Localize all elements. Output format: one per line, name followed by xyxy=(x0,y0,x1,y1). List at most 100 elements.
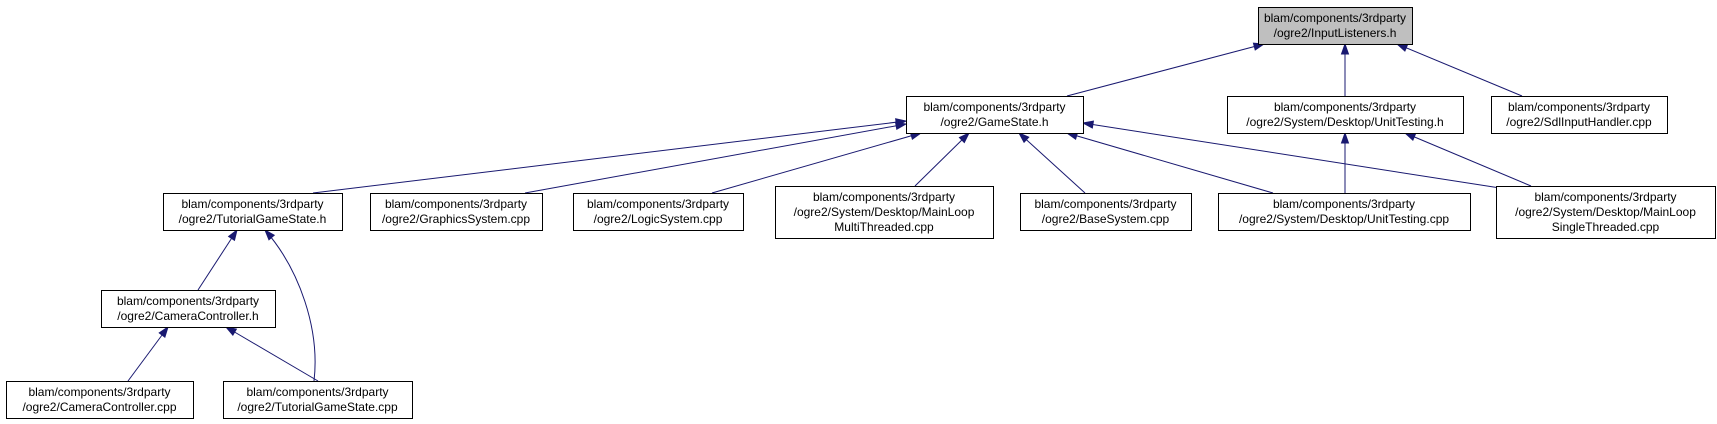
arrow-head-icon xyxy=(1403,132,1417,141)
arrow-head-icon xyxy=(1081,120,1095,129)
node-camera-controller-cpp[interactable]: blam/components/3rdparty/ogre2/CameraCon… xyxy=(6,381,194,419)
node-box[interactable] xyxy=(223,381,413,419)
node-label-line: blam/components/3rdparty xyxy=(385,197,527,211)
edge-line xyxy=(1018,132,1086,194)
node-box[interactable] xyxy=(101,290,276,328)
edge-line xyxy=(1404,132,1532,187)
node-box[interactable] xyxy=(163,193,343,231)
arrow-head-icon xyxy=(227,228,238,242)
arrow-head-icon xyxy=(894,121,908,131)
node-label-line: blam/components/3rdparty xyxy=(1274,100,1416,114)
node-label-line: blam/components/3rdparty xyxy=(1264,11,1406,25)
node-graphics-system[interactable]: blam/components/3rdparty/ogre2/GraphicsS… xyxy=(370,193,543,231)
node-label-line: /ogre2/TutorialGameState.h xyxy=(179,212,327,226)
edge-base_system-to-game_state xyxy=(1017,131,1086,194)
node-label-line: /ogre2/LogicSystem.cpp xyxy=(594,212,723,226)
edge-game_state-to-input_listeners xyxy=(1066,42,1266,97)
arrow-head-icon xyxy=(1395,43,1409,52)
node-tutorial-game-state-cpp[interactable]: blam/components/3rdparty/ogre2/TutorialG… xyxy=(223,381,413,419)
arrow-head-icon xyxy=(158,325,169,338)
arrow-head-icon xyxy=(1017,131,1030,144)
node-label-line: /ogre2/System/Desktop/UnitTesting.cpp xyxy=(1239,212,1449,226)
edge-line xyxy=(1396,43,1523,97)
edge-line xyxy=(264,229,316,382)
node-mainloop-single[interactable]: blam/components/3rdparty/ogre2/System/De… xyxy=(1496,186,1716,239)
edge-graphics_system-to-game_state xyxy=(524,121,908,194)
node-label-line: blam/components/3rdparty xyxy=(587,197,729,211)
node-camera-controller-h[interactable]: blam/components/3rdparty/ogre2/CameraCon… xyxy=(101,290,276,328)
edge-unit_testing_cpp-to-unit_testing_h xyxy=(1340,131,1350,193)
node-box[interactable] xyxy=(1491,96,1668,134)
arrow-head-icon xyxy=(1340,131,1350,144)
node-label-line: /ogre2/BaseSystem.cpp xyxy=(1042,212,1170,226)
arrow-head-icon xyxy=(1340,42,1350,55)
node-box[interactable] xyxy=(6,381,194,419)
edge-line xyxy=(225,326,319,382)
node-box[interactable] xyxy=(775,186,994,239)
node-sdl-input-handler[interactable]: blam/components/3rdparty/ogre2/SdlInputH… xyxy=(1491,96,1668,134)
node-mainloop-multi[interactable]: blam/components/3rdparty/ogre2/System/De… xyxy=(775,186,994,239)
edge-line xyxy=(312,120,907,194)
edge-line xyxy=(711,132,922,194)
node-label-line: /ogre2/System/Desktop/MainLoop xyxy=(794,205,975,219)
node-label-line: blam/components/3rdparty xyxy=(117,294,259,308)
node-box[interactable] xyxy=(1227,96,1464,134)
node-label-line: blam/components/3rdparty xyxy=(1034,197,1176,211)
edge-unit_testing_h-to-input_listeners xyxy=(1340,42,1350,96)
node-tutorial-game-state-h[interactable]: blam/components/3rdparty/ogre2/TutorialG… xyxy=(163,193,343,231)
edges-layer xyxy=(127,42,1532,382)
node-box[interactable] xyxy=(1020,193,1192,231)
edge-tutorial_game_state_cpp-to-tutorial_game_state_h xyxy=(264,228,316,382)
edge-line xyxy=(1082,122,1501,189)
edge-unit_testing_cpp-to-game_state xyxy=(1065,131,1274,194)
node-base-system[interactable]: blam/components/3rdparty/ogre2/BaseSyste… xyxy=(1020,193,1192,231)
node-label-line: /ogre2/GraphicsSystem.cpp xyxy=(382,212,530,226)
node-label-line: /ogre2/CameraController.cpp xyxy=(22,400,176,414)
edge-mainloop_single-to-unit_testing_h xyxy=(1403,132,1532,187)
node-game-state[interactable]: blam/components/3rdparty/ogre2/GameState… xyxy=(906,96,1084,134)
node-label-line: blam/components/3rdparty xyxy=(1508,100,1650,114)
arrow-head-icon xyxy=(264,228,276,241)
node-label-line: blam/components/3rdparty xyxy=(923,100,1065,114)
edge-mainloop_single-to-game_state xyxy=(1081,120,1501,189)
edge-logic_system-to-game_state xyxy=(711,131,923,194)
node-label-line: blam/components/3rdparty xyxy=(813,190,955,204)
node-label-line: blam/components/3rdparty xyxy=(181,197,323,211)
edge-line xyxy=(1066,43,1265,97)
edge-line xyxy=(1066,132,1274,194)
node-logic-system[interactable]: blam/components/3rdparty/ogre2/LogicSyst… xyxy=(573,193,744,231)
edge-line xyxy=(524,123,907,194)
node-box[interactable] xyxy=(370,193,543,231)
node-label-line: blam/components/3rdparty xyxy=(1273,197,1415,211)
node-label-line: blam/components/3rdparty xyxy=(28,385,170,399)
node-label-line: SingleThreaded.cpp xyxy=(1552,220,1660,234)
node-label-line: MultiThreaded.cpp xyxy=(834,220,934,234)
edge-line xyxy=(914,132,970,187)
edge-tutorial_game_state_cpp-to-camera_controller_h xyxy=(224,326,319,382)
node-unit-testing-h[interactable]: blam/components/3rdparty/ogre2/System/De… xyxy=(1227,96,1464,134)
node-input-listeners[interactable]: blam/components/3rdparty/ogre2/InputList… xyxy=(1258,7,1413,45)
edge-line xyxy=(197,229,238,291)
edge-mainloop_multi-to-game_state xyxy=(914,131,971,187)
node-box[interactable] xyxy=(1218,193,1471,231)
node-label-line: /ogre2/GameState.h xyxy=(940,115,1048,129)
edge-camera_controller_cpp-to-camera_controller_h xyxy=(127,325,169,382)
edge-tutorial_game_state_h-to-game_state xyxy=(312,118,908,194)
nodes-layer: blam/components/3rdparty/ogre2/InputList… xyxy=(6,7,1716,419)
node-label-line: /ogre2/TutorialGameState.cpp xyxy=(237,400,398,414)
node-label-line: /ogre2/System/Desktop/MainLoop xyxy=(1515,205,1696,219)
node-box[interactable] xyxy=(1496,186,1716,239)
node-label-line: blam/components/3rdparty xyxy=(1534,190,1676,204)
node-unit-testing-cpp[interactable]: blam/components/3rdparty/ogre2/System/De… xyxy=(1218,193,1471,231)
arrow-head-icon xyxy=(958,131,971,144)
node-label-line: /ogre2/CameraController.h xyxy=(117,309,258,323)
node-label-line: /ogre2/InputListeners.h xyxy=(1274,26,1397,40)
arrow-head-icon xyxy=(224,326,238,336)
node-label-line: /ogre2/System/Desktop/UnitTesting.h xyxy=(1246,115,1443,129)
node-box[interactable] xyxy=(906,96,1084,134)
node-box[interactable] xyxy=(1258,7,1413,45)
node-box[interactable] xyxy=(573,193,744,231)
edge-camera_controller_h-to-tutorial_game_state_h xyxy=(197,228,238,291)
edge-line xyxy=(127,326,169,382)
